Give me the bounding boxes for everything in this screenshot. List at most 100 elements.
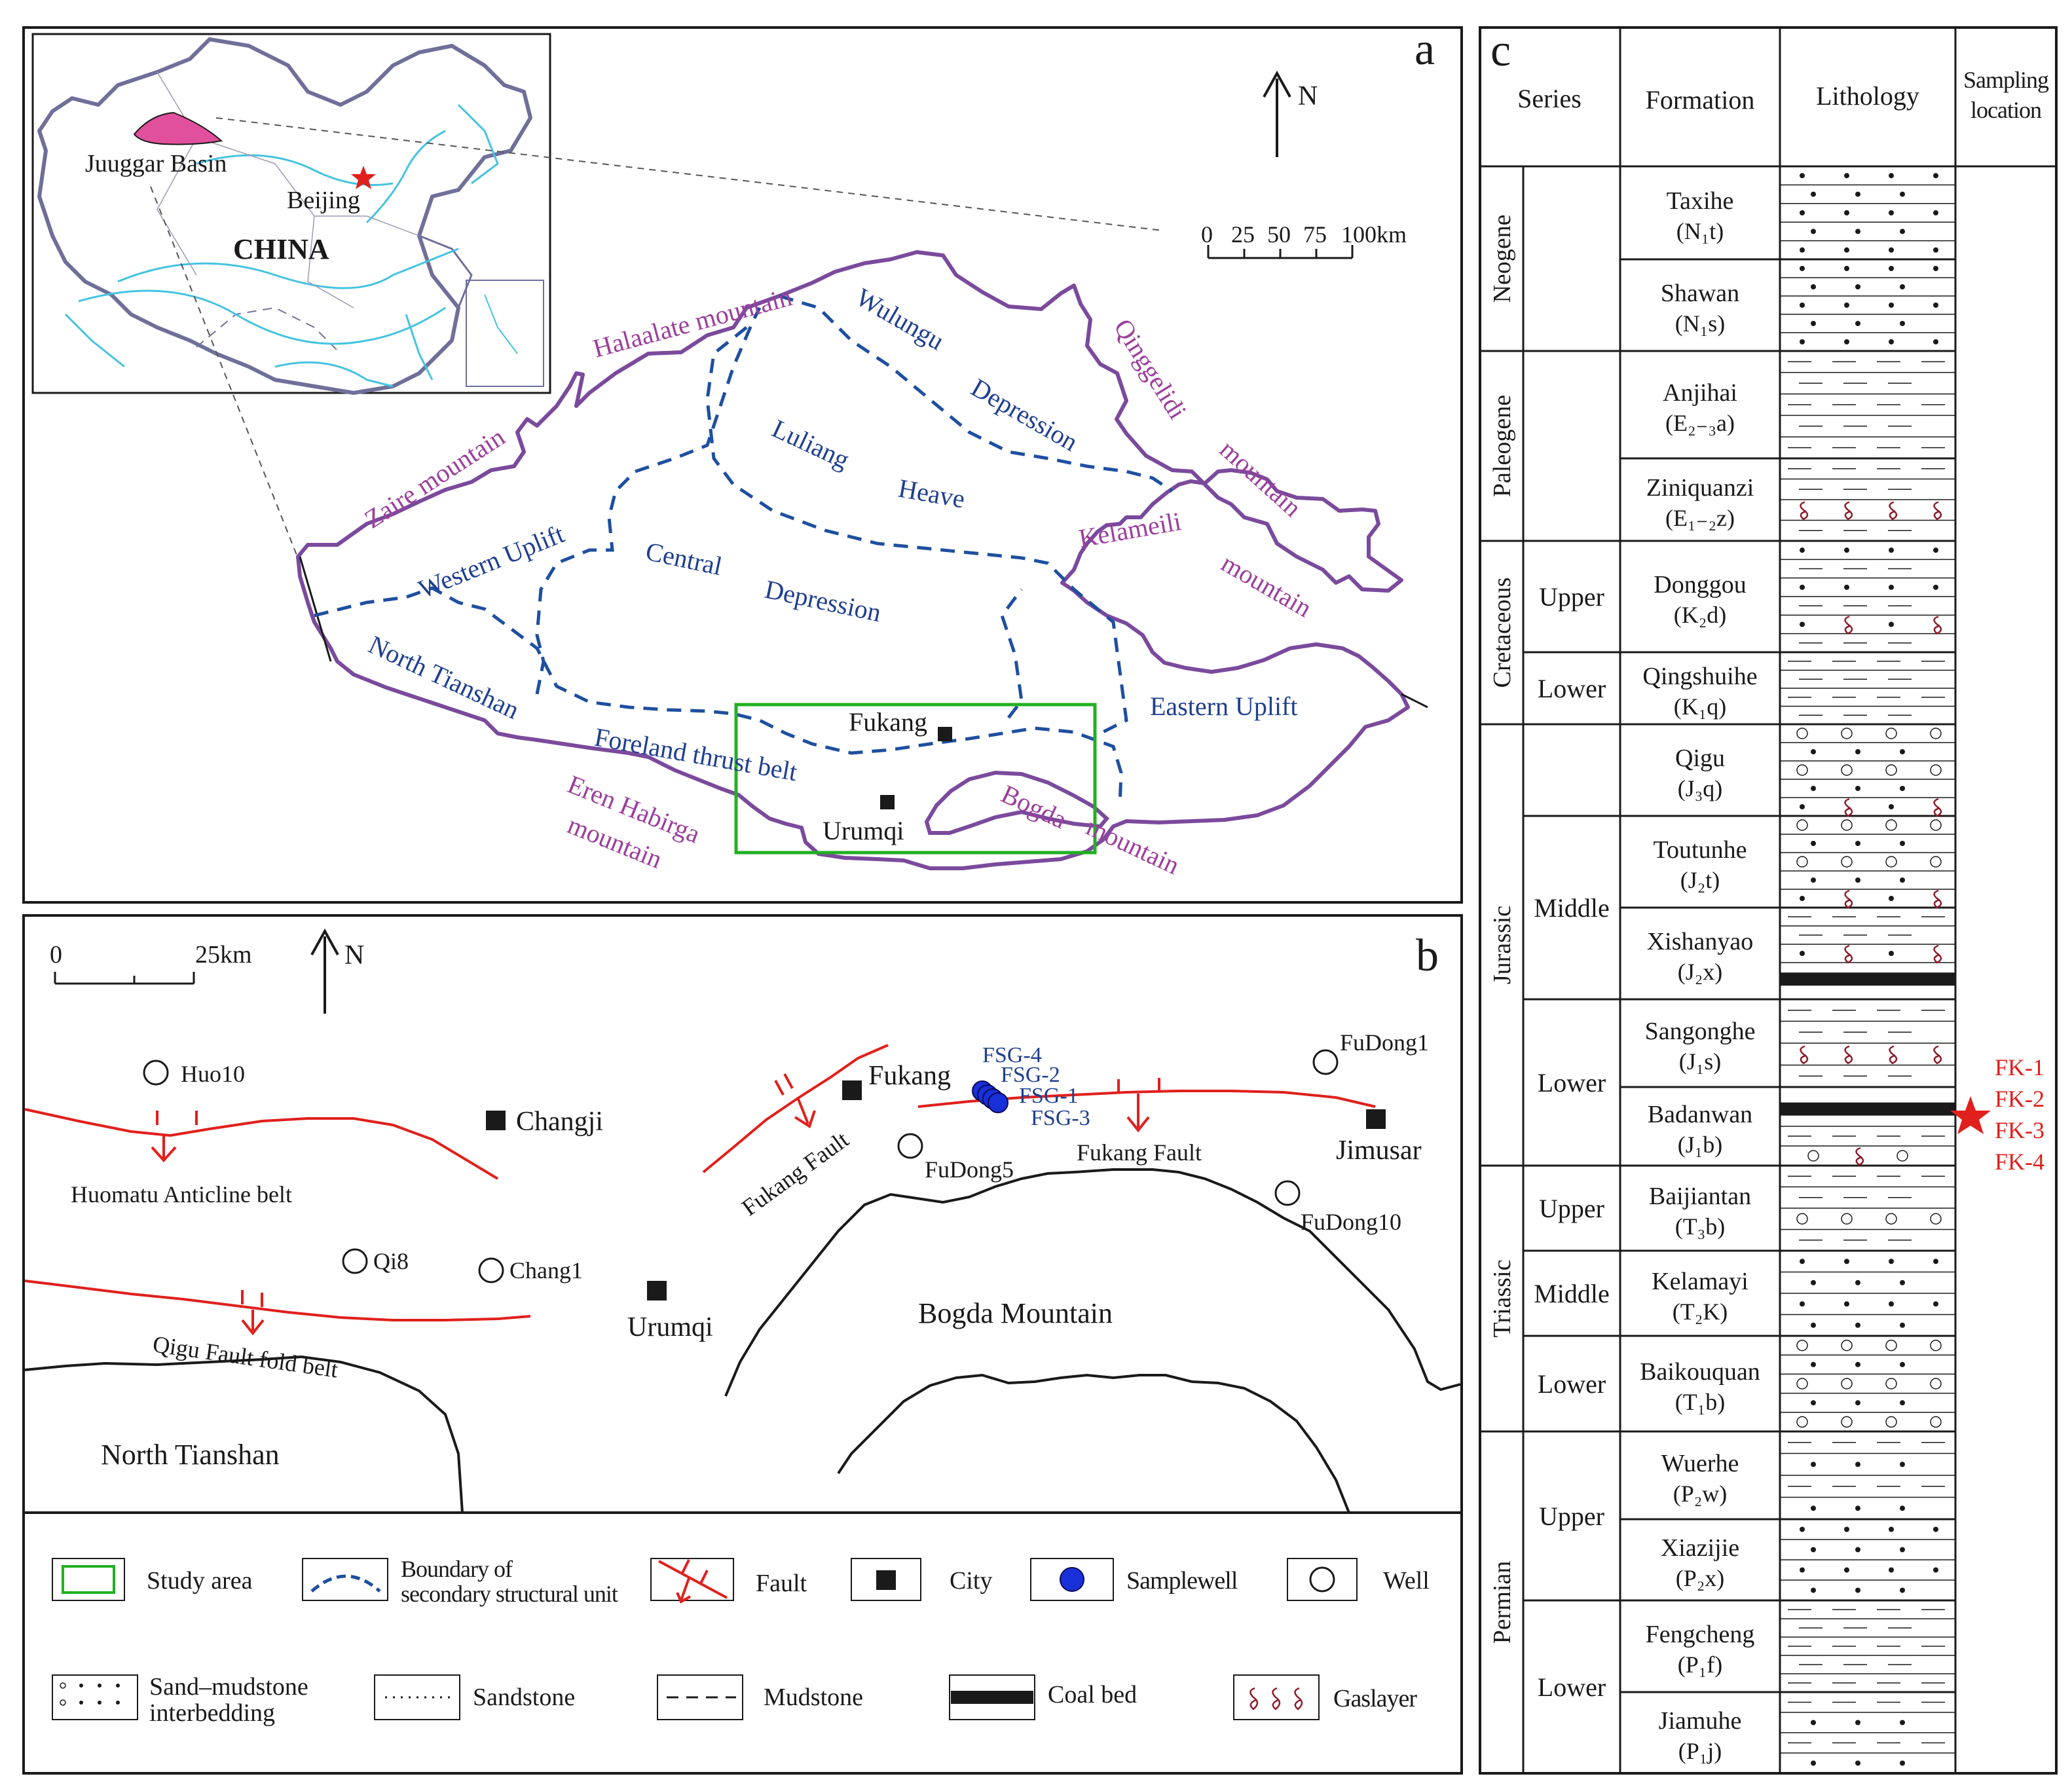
wells — [143, 1049, 1339, 1283]
north-tianshan-outline — [24, 1355, 464, 1513]
sample-fk4: FK-4 — [1995, 1149, 2044, 1175]
svg-text:Qi8: Qi8 — [373, 1248, 409, 1274]
city-jimusar — [1366, 1109, 1386, 1129]
svg-text:FSG-4: FSG-4 — [982, 1043, 1042, 1067]
header-lithology: Lithology — [1816, 81, 1919, 111]
svg-text:N: N — [1298, 81, 1318, 111]
inset-basin — [133, 111, 223, 145]
series-label-2: Middle — [1534, 893, 1610, 923]
formation-code-11: (T₃b) — [1675, 1213, 1726, 1240]
formation-name-15: Xiazijie — [1661, 1534, 1739, 1562]
city-fukang — [842, 1080, 862, 1100]
formation-name-2: Anjihai — [1663, 379, 1737, 407]
svg-text:Urumqi: Urumqi — [627, 1312, 713, 1342]
formation-name-0: Taxihe — [1667, 187, 1734, 215]
formation-name-7: Toutunhe — [1654, 836, 1747, 864]
inset-capital-label: Beijing — [287, 187, 360, 214]
north-tianshan-label-b: North Tianshan — [101, 1439, 280, 1471]
svg-text:25: 25 — [1231, 221, 1255, 248]
formation-name-12: Kelamayi — [1652, 1268, 1748, 1295]
header-formation: Formation — [1646, 85, 1755, 115]
formation-name-5: Qingshuihe — [1642, 663, 1757, 690]
system-label-2: Cretaceous — [1489, 578, 1516, 688]
system-label-4: Triassic — [1489, 1260, 1516, 1338]
legend-sand-mud-icon — [60, 1682, 120, 1706]
formation-code-7: (J₂t) — [1680, 867, 1720, 893]
system-label-1: Paleogene — [1489, 395, 1516, 497]
svg-text:FSG-1: FSG-1 — [1019, 1084, 1079, 1108]
sample-fk3: FK-3 — [1995, 1117, 2044, 1143]
china-inset: Juuggar Basin Beijing CHINA — [31, 33, 551, 395]
legend-city-icon — [876, 1570, 896, 1590]
sample-wells — [972, 1080, 1008, 1113]
fukang-label-a: Fukang — [849, 707, 927, 737]
svg-text:Coal bed: Coal bed — [1048, 1681, 1137, 1708]
formation-name-3: Ziniquanzi — [1646, 474, 1754, 502]
well-fudong10 — [1274, 1180, 1301, 1206]
series-label-5: Middle — [1534, 1279, 1610, 1308]
system-label-0: Neogene — [1489, 214, 1516, 303]
fault-label-fukang-east: Fukang Fault — [1077, 1139, 1202, 1166]
panel-c: c Series Formation Lithology Sampling lo… — [1479, 26, 2058, 1775]
svg-text:Mudstone: Mudstone — [764, 1684, 863, 1711]
city-changji — [486, 1111, 506, 1130]
well-chang1 — [478, 1257, 504, 1283]
basin-outline — [296, 250, 1410, 870]
svg-text:interbedding: interbedding — [149, 1699, 275, 1727]
qigu-fault — [24, 1280, 531, 1321]
svg-text:Sandstone: Sandstone — [473, 1684, 575, 1711]
svg-text:Jimusar: Jimusar — [1336, 1135, 1422, 1166]
series-label-1: Lower — [1538, 674, 1606, 703]
eastern-uplift-label: Eastern Uplift — [1150, 692, 1298, 721]
legend-well-icon — [1309, 1566, 1335, 1593]
formation-name-17: Jiamuhe — [1659, 1707, 1742, 1735]
series-label-7: Upper — [1539, 1502, 1604, 1531]
svg-text:100km: 100km — [1341, 221, 1407, 248]
scale-bar-b: 0 25km — [50, 941, 252, 985]
svg-text:Fault: Fault — [756, 1570, 807, 1597]
legend-gas-icon — [1249, 1687, 1303, 1710]
huomatu-fault — [24, 1108, 499, 1180]
formation-name-10: Badanwan — [1648, 1101, 1752, 1128]
svg-text:secondary structural unit: secondary structural unit — [401, 1581, 618, 1607]
svg-text:FuDong5: FuDong5 — [925, 1156, 1014, 1183]
panel-c-letter: c — [1490, 26, 1511, 76]
series-label-8: Lower — [1538, 1672, 1606, 1702]
svg-text:Boundary of: Boundary of — [401, 1556, 513, 1582]
svg-text:City: City — [950, 1567, 992, 1595]
inset-dashed-boundary — [196, 306, 341, 354]
svg-text:Chang1: Chang1 — [509, 1257, 583, 1283]
formation-name-8: Xishanyao — [1647, 928, 1754, 955]
scale-bar-a: 0 25 50 75 100km — [1201, 221, 1407, 259]
svg-text:25km: 25km — [195, 941, 252, 968]
well-fudong5 — [897, 1133, 923, 1159]
formation-code-15: (P₂x) — [1676, 1565, 1725, 1591]
north-arrow-b: N — [310, 928, 364, 1014]
fault-label-huomatu: Huomatu Anticline belt — [71, 1181, 292, 1208]
bogda-mountain-outline — [724, 1168, 1461, 1397]
formation-code-12: (T₂K) — [1673, 1299, 1728, 1325]
formation-code-8: (J₂x) — [1678, 959, 1723, 985]
formation-code-2: (E₂₋₃a) — [1665, 410, 1735, 436]
formation-code-13: (T₁b) — [1675, 1389, 1726, 1415]
china-border-line — [37, 37, 532, 395]
svg-text:Well: Well — [1383, 1567, 1430, 1595]
sample-fk2: FK-2 — [1995, 1086, 2044, 1112]
north-arrow-a: N — [1263, 70, 1318, 157]
series-label-6: Lower — [1538, 1369, 1606, 1399]
study-area-box — [734, 703, 1097, 855]
lithology-patterns — [1780, 173, 1955, 1766]
inset-basin-label: Juuggar Basin — [85, 150, 227, 177]
formation-name-6: Qigu — [1675, 745, 1725, 772]
svg-text:Sand–mudstone: Sand–mudstone — [149, 1673, 308, 1701]
bogda-inner-outline — [837, 1373, 1350, 1513]
svg-text:0: 0 — [1201, 221, 1213, 248]
svg-text:Study area: Study area — [147, 1567, 253, 1595]
series-label-4: Upper — [1539, 1194, 1604, 1223]
svg-text:FSG-3: FSG-3 — [1031, 1106, 1090, 1130]
formation-code-6: (J₃q) — [1678, 775, 1723, 802]
formation-code-9: (J₁s) — [1679, 1048, 1722, 1075]
formation-code-4: (K₂d) — [1674, 602, 1727, 628]
unit-boundaries — [314, 294, 1174, 806]
